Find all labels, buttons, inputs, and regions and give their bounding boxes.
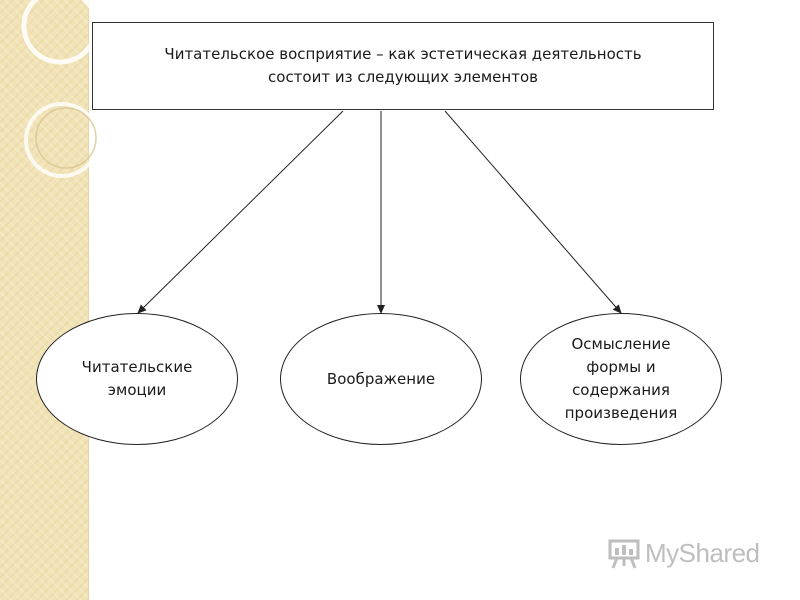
diagram-title-box: Читательское восприятие – как эстетическ… [92,22,714,110]
node-imagination: Воображение [280,313,482,445]
decorative-side-strip [0,0,89,600]
presentation-board-icon [608,539,640,569]
node-label: Осмысление формы и содержания произведен… [564,335,678,422]
node-label: Воображение [326,369,436,388]
decorative-ring-inner [35,107,97,169]
diagram-title: Читательское восприятие – как эстетическ… [164,45,642,86]
node-comprehension: Осмысление формы и содержания произведен… [520,313,722,445]
arrow-to-comprehension [444,110,622,314]
node-label: Читательские эмоции [81,358,193,399]
watermark-text: MyShared [645,537,760,568]
watermark: MyShared [607,536,760,570]
node-reader-emotions: Читательские эмоции [36,313,238,445]
decorative-ring-bottom [24,102,100,178]
arrow-to-emotions [137,110,344,314]
